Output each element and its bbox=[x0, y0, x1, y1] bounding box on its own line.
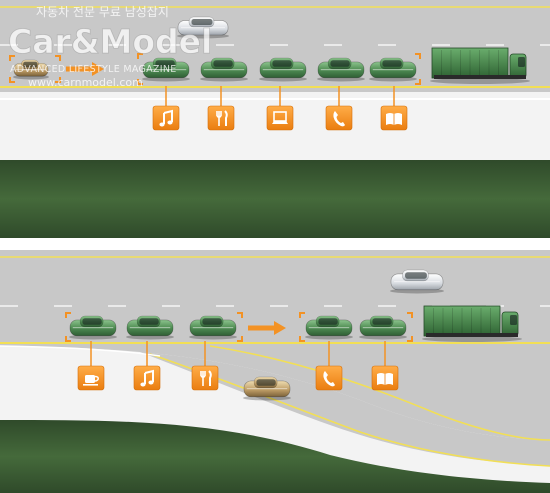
platoon-car bbox=[369, 57, 417, 82]
other-car bbox=[177, 16, 229, 39]
bottom-grass bbox=[0, 420, 550, 493]
platoon-car bbox=[359, 315, 407, 340]
watermark-korean-tagline: 자동차 전문 무료 남성잡지 bbox=[36, 5, 169, 19]
platoon-car bbox=[142, 57, 190, 82]
platoon-car bbox=[305, 315, 353, 340]
platoon-car bbox=[189, 315, 237, 340]
laptop-icon bbox=[266, 105, 294, 131]
platoon-bracket-front bbox=[299, 312, 413, 342]
ramp-white-edge bbox=[0, 345, 161, 357]
top-scene bbox=[0, 0, 550, 238]
platoon-car bbox=[69, 315, 117, 340]
platoon-car bbox=[317, 57, 365, 82]
scene-separator bbox=[0, 238, 550, 250]
phone-icon bbox=[325, 105, 353, 131]
music-note-icon bbox=[152, 105, 180, 131]
platoon-car bbox=[200, 57, 248, 82]
on-ramp-lower bbox=[140, 352, 550, 466]
direction-arrow bbox=[66, 62, 104, 76]
other-car bbox=[390, 269, 444, 294]
ramp-yellow-line-upper bbox=[209, 345, 550, 441]
top-grass bbox=[0, 160, 550, 238]
merging-car bbox=[243, 376, 291, 401]
fork-knife-icon bbox=[207, 105, 235, 131]
lead-truck bbox=[422, 305, 522, 342]
platoon-car bbox=[126, 315, 174, 340]
watermark-title: Car&Model bbox=[8, 22, 212, 61]
platoon-bracket-rear bbox=[65, 312, 243, 342]
watermark-url: www.carnmodel.com bbox=[28, 76, 143, 89]
fork-knife-icon bbox=[191, 365, 219, 391]
selection-bracket bbox=[9, 55, 61, 83]
on-ramp bbox=[0, 343, 550, 440]
platoon-bracket bbox=[137, 53, 421, 85]
book-icon bbox=[380, 105, 408, 131]
music-note-icon bbox=[133, 365, 161, 391]
book-icon bbox=[371, 365, 399, 391]
coffee-cup-icon bbox=[77, 365, 105, 391]
bottom-scene bbox=[0, 250, 550, 493]
platoon-car bbox=[259, 57, 307, 82]
phone-icon bbox=[315, 365, 343, 391]
watermark-subtitle: ADVANCED LIFESTYLE MAGAZINE bbox=[10, 64, 177, 75]
merging-car bbox=[13, 59, 49, 80]
gap-arrow bbox=[248, 321, 286, 335]
lead-truck bbox=[430, 47, 530, 84]
watermark: 자동차 전문 무료 남성잡지 Car&Model ADVANCED LIFEST… bbox=[8, 5, 213, 89]
